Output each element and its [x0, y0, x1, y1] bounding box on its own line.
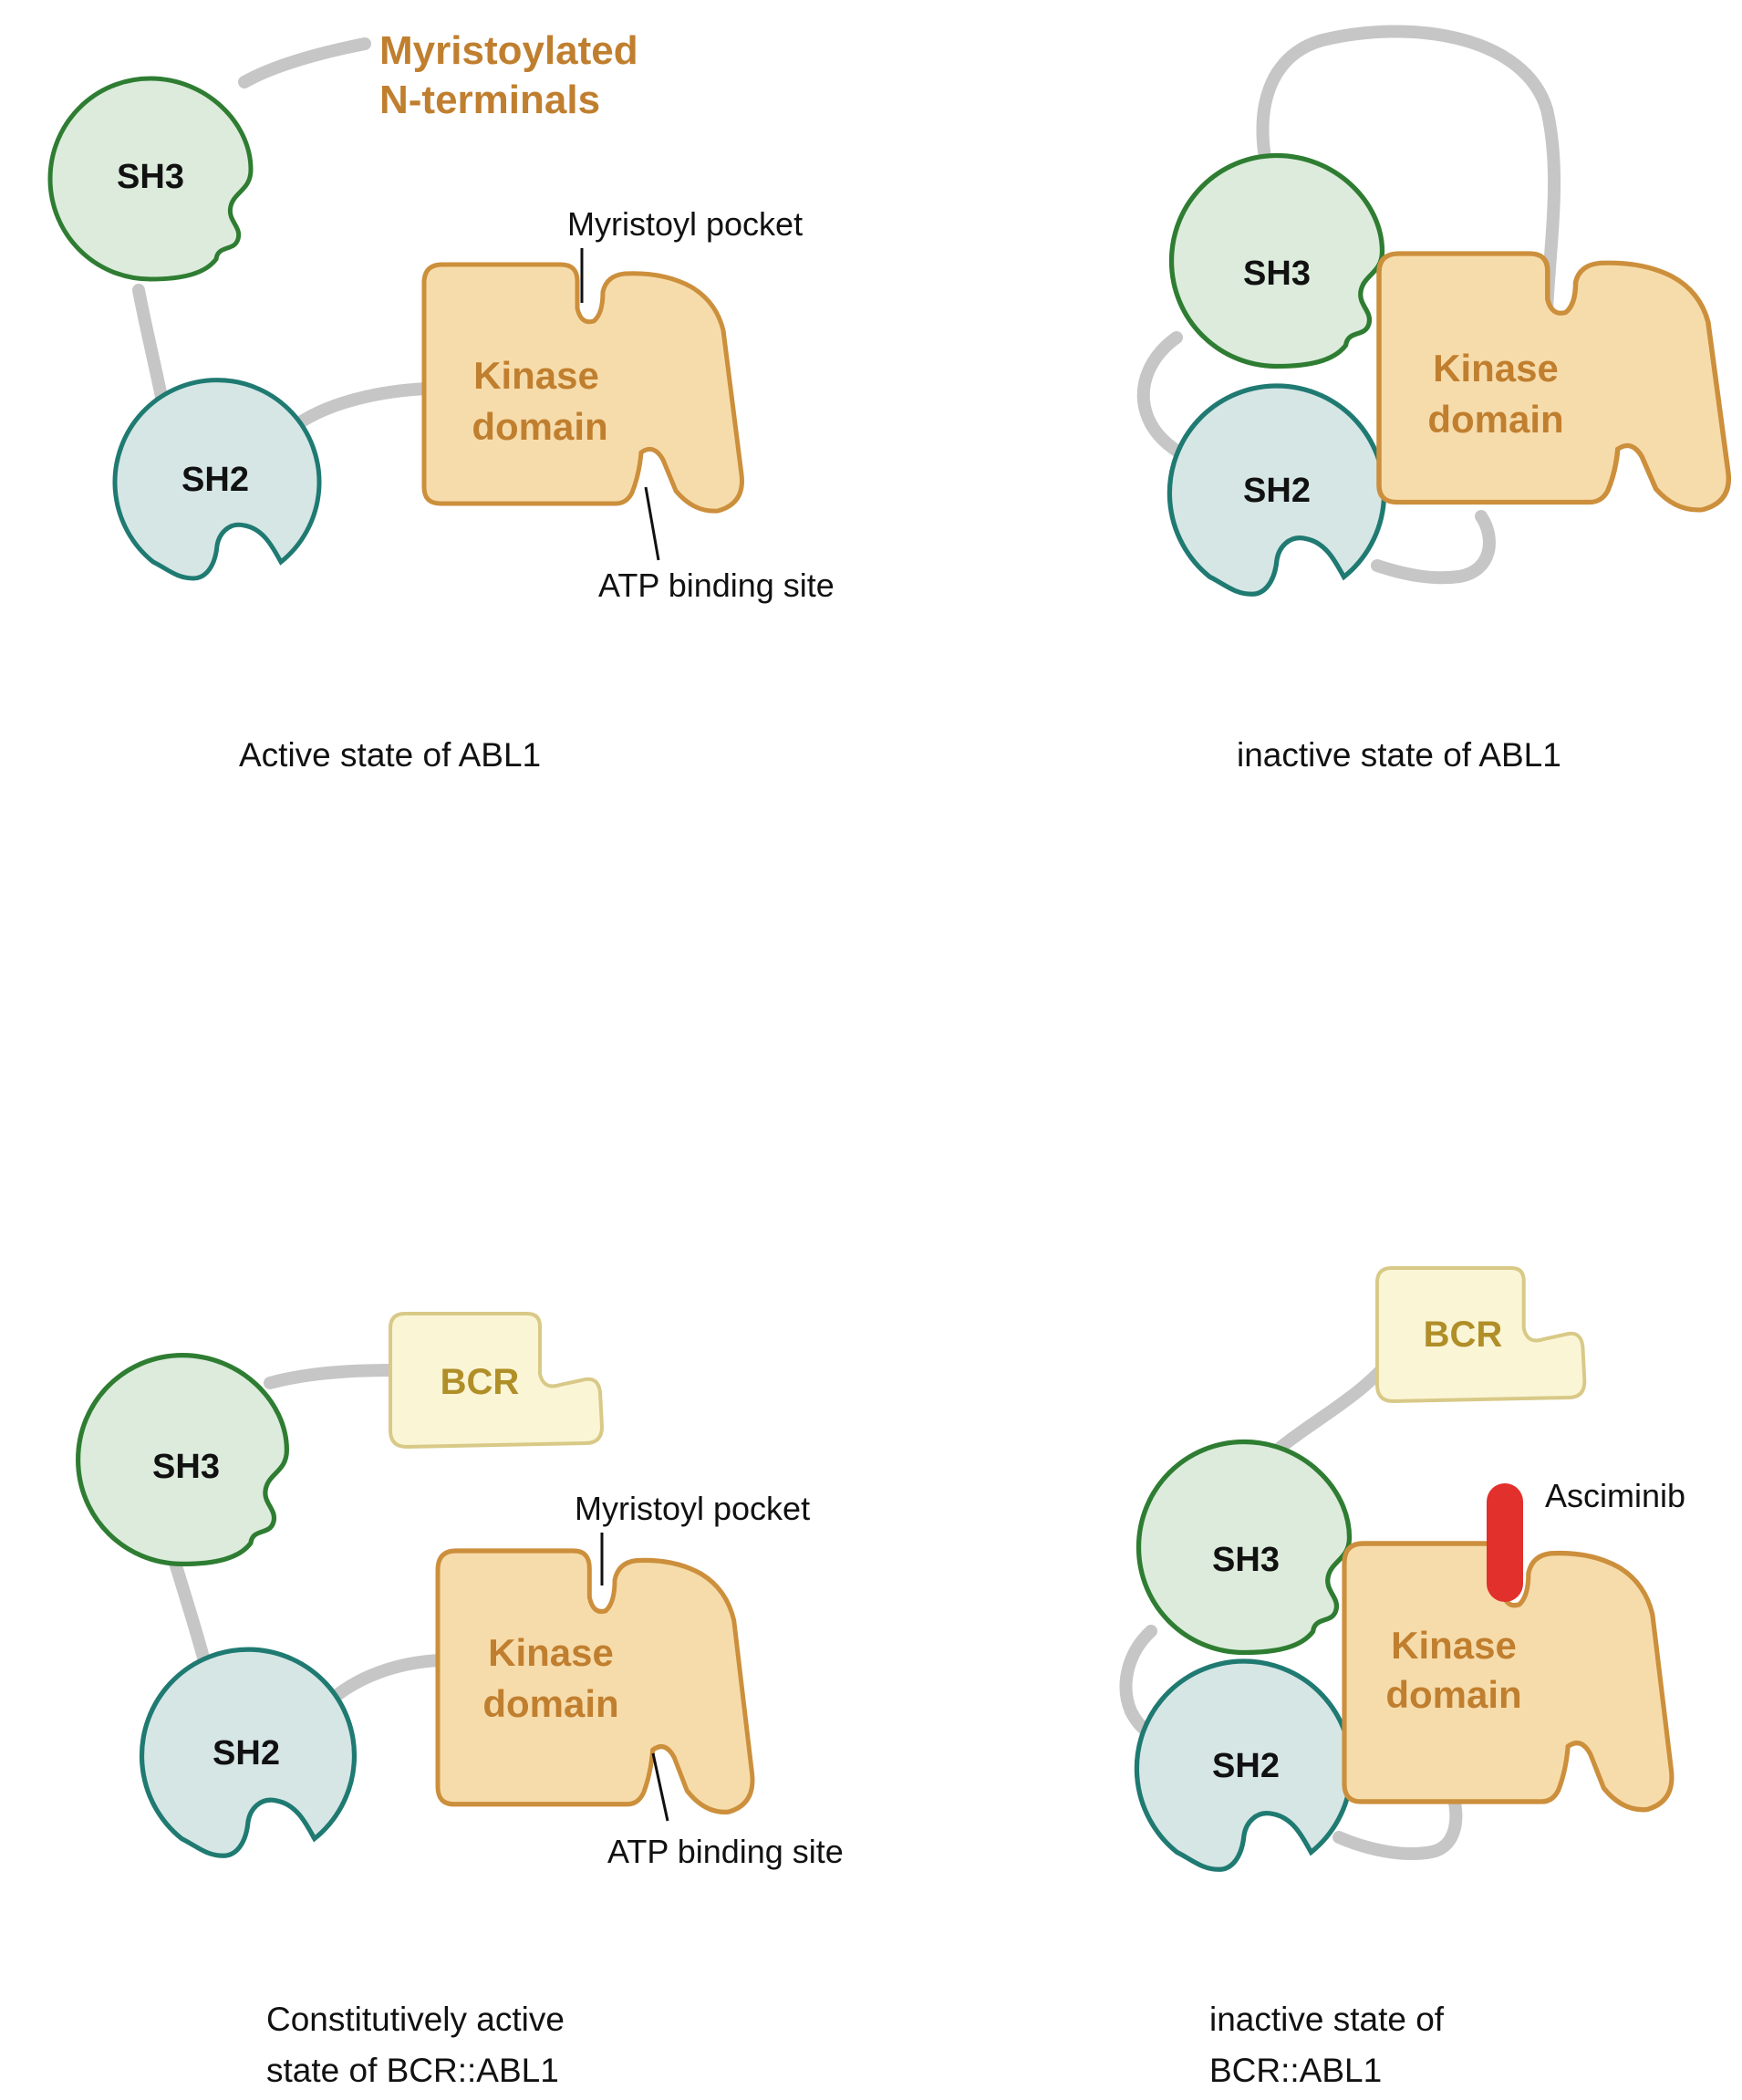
linker-sh3-sh2 — [132, 284, 169, 408]
linker-loop-left — [1136, 331, 1192, 463]
sh3-label: SH3 — [1243, 255, 1311, 293]
myristoyl-pocket-label: Myristoyl pocket — [575, 1490, 810, 1527]
sh2-label: SH2 — [181, 461, 249, 499]
sh2-label: SH2 — [1243, 472, 1311, 510]
panel-inactive-abl1: SH3 SH2 Kinase domain inactive state of … — [1136, 25, 1729, 774]
asciminib-molecule — [1487, 1483, 1523, 1602]
caption-inactive-bcr-abl1-line2: BCR::ABL1 — [1209, 2052, 1382, 2089]
myristoylated-label-line1: Myristoylated — [379, 28, 638, 73]
bcr-label: BCR — [1424, 1315, 1503, 1355]
kinase-label-line2: domain — [472, 405, 607, 448]
sh2-label: SH2 — [213, 1734, 280, 1773]
kinase-label-line1: Kinase — [1391, 1624, 1517, 1667]
caption-inactive-abl1: inactive state of ABL1 — [1237, 736, 1561, 774]
caption-inactive-bcr-abl1-line1: inactive state of — [1209, 2001, 1445, 2038]
myristoylated-label-line2: N-terminals — [379, 78, 600, 122]
atp-site-pointer — [644, 486, 660, 561]
linker-sh2-kinase — [320, 1654, 446, 1710]
linker-loop-bottom — [1332, 1780, 1463, 1860]
panel-active-bcr-abl1: BCR SH3 SH2 Kinase domain Myristoyl pock… — [78, 1312, 844, 2089]
kinase-label-line2: domain — [1385, 1673, 1521, 1716]
linker-sh3-sh2 — [165, 1544, 213, 1674]
atp-site-pointer — [651, 1752, 669, 1822]
linker-loop-bottom — [1371, 510, 1496, 585]
kinase-label-line2: domain — [1427, 398, 1563, 441]
caption-active-bcr-abl1-line1: Constitutively active — [266, 2001, 565, 2038]
panel-active-abl1: SH3 SH2 Kinase domain Myristoylated N-te… — [50, 28, 835, 774]
linker-sh2-kinase — [287, 382, 435, 433]
sh3-label: SH3 — [152, 1448, 220, 1486]
myristoyl-pocket-label: Myristoyl pocket — [567, 205, 803, 243]
atp-site-label: ATP binding site — [598, 567, 835, 604]
caption-active-bcr-abl1-line2: state of BCR::ABL1 — [266, 2052, 559, 2089]
atp-site-label: ATP binding site — [607, 1833, 844, 1870]
bcr-label: BCR — [441, 1362, 520, 1402]
kinase-label-line1: Kinase — [1433, 347, 1559, 390]
kinase-label-line1: Kinase — [488, 1631, 614, 1674]
kinase-label-line2: domain — [482, 1682, 618, 1725]
asciminib-label: Asciminib — [1545, 1477, 1685, 1514]
kinase-label-line1: Kinase — [473, 354, 599, 397]
caption-active-abl1: Active state of ABL1 — [239, 736, 541, 774]
linker-sh3-bcr — [264, 1364, 399, 1389]
linker-n-terminal — [238, 37, 371, 88]
linker-loop-top — [1256, 25, 1561, 317]
sh3-label: SH3 — [117, 158, 184, 196]
sh3-label: SH3 — [1212, 1541, 1280, 1579]
panel-inactive-bcr-abl1: BCR SH3 SH2 Kinase domain Asciminib inac… — [1119, 1266, 1685, 2089]
sh2-label: SH2 — [1212, 1747, 1280, 1785]
